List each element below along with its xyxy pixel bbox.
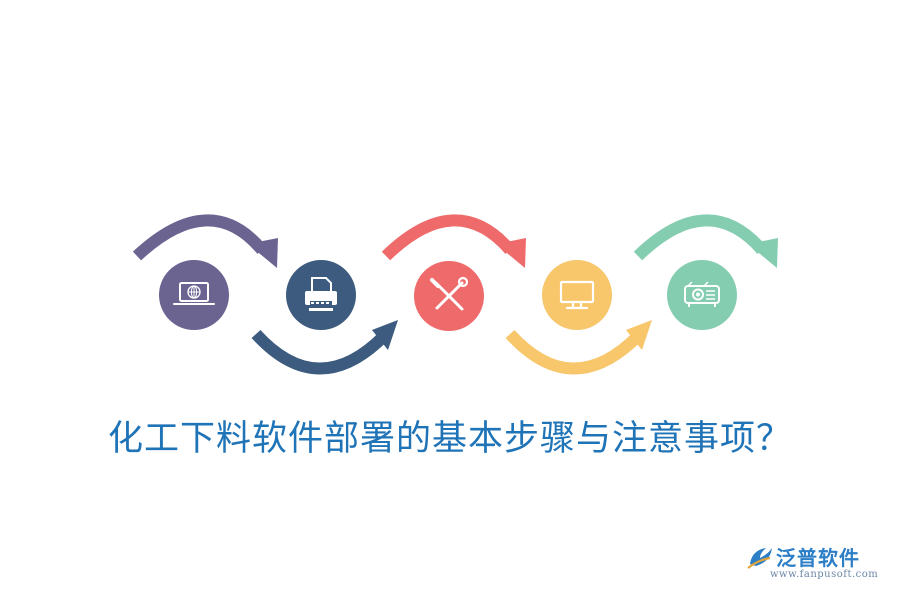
step-3-circle bbox=[414, 261, 484, 331]
step-1-circle bbox=[159, 260, 229, 330]
arrow-top-purple bbox=[132, 214, 278, 268]
fanpu-logo-icon bbox=[747, 548, 772, 569]
arrow-top-mint bbox=[633, 214, 778, 268]
arrow-bottom-navy bbox=[251, 320, 398, 375]
brand-watermark: 泛普软件 www.fanpusoft.com bbox=[746, 542, 886, 592]
laptop-globe-icon bbox=[173, 282, 215, 305]
step-4-circle bbox=[542, 260, 612, 330]
monitor-icon bbox=[559, 280, 595, 310]
step-5-circle bbox=[667, 260, 737, 330]
tools-icon bbox=[430, 276, 469, 311]
arrow-bottom-amber bbox=[505, 320, 652, 375]
brand-url: www.fanpusoft.com bbox=[770, 569, 879, 580]
projector-icon bbox=[684, 281, 720, 307]
step-2-circle bbox=[286, 260, 356, 330]
brand-name: 泛普软件 bbox=[776, 546, 860, 570]
printer-icon bbox=[305, 277, 337, 311]
arrow-top-coral bbox=[381, 214, 526, 268]
page-title: 化工下料软件部署的基本步骤与注意事项？ bbox=[107, 419, 792, 459]
